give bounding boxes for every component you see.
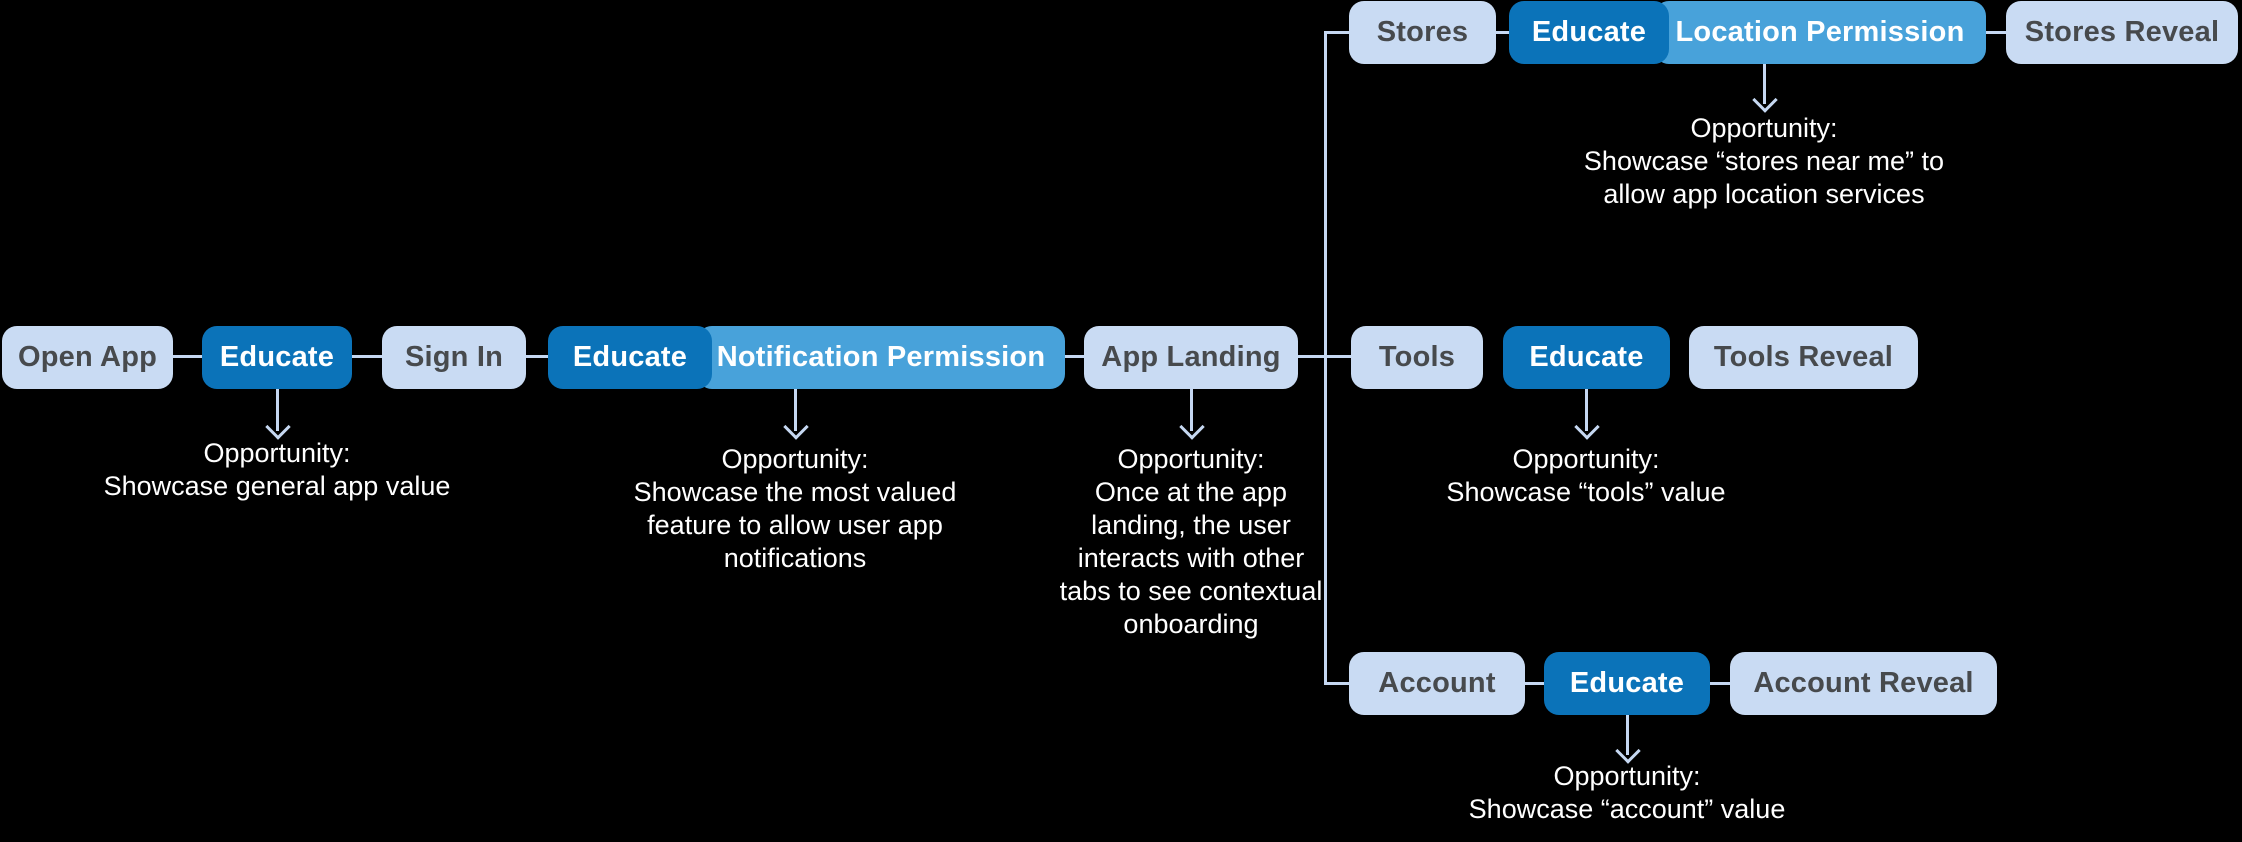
connector-stores-educate — [1496, 31, 1509, 34]
branch-trunk-line — [1324, 31, 1327, 684]
annotation-app-landing: Opportunity: Once at the app landing, th… — [1060, 443, 1323, 641]
node-tools: Tools — [1351, 326, 1483, 389]
annotation-title: Opportunity: — [1512, 444, 1660, 474]
annotation-line: landing, the user — [1091, 510, 1291, 540]
node-stores-label: Stores — [1376, 16, 1469, 48]
node-location-permission: Location Permission — [1654, 1, 1986, 64]
node-account: Account — [1349, 652, 1525, 715]
annotation-line: Once at the app — [1094, 477, 1288, 507]
node-tools-reveal-label: Tools Reveal — [1713, 341, 1894, 373]
node-educate-notification-permission: Notification Permission Educate — [548, 326, 1065, 389]
node-educate-1: Educate — [202, 326, 352, 389]
node-educate-tools: Educate — [1503, 326, 1670, 389]
annotation-line: Showcase the most valued — [633, 477, 957, 507]
annotation-general-app-value: Opportunity: Showcase general app value — [104, 437, 451, 503]
node-educate-stores: Educate — [1509, 1, 1669, 64]
node-account-reveal: Account Reveal — [1730, 652, 1997, 715]
annotation-line: onboarding — [1123, 609, 1259, 639]
node-educate-1-label: Educate — [219, 341, 335, 373]
connector-location-stores-reveal — [1986, 31, 2006, 34]
node-open-app-label: Open App — [17, 341, 158, 373]
annotation-line: interacts with other — [1077, 543, 1305, 573]
node-account-reveal-label: Account Reveal — [1753, 667, 1974, 699]
node-stores-reveal-label: Stores Reveal — [2024, 16, 2220, 48]
annotation-notifications: Opportunity: Showcase the most valued fe… — [634, 443, 957, 575]
node-tools-label: Tools — [1378, 341, 1456, 373]
connector-sign-in-educate — [526, 355, 548, 358]
node-sign-in-label: Sign In — [404, 341, 504, 373]
annotation-stores-location: Opportunity: Showcase “stores near me” t… — [1584, 112, 1944, 211]
node-app-landing-label: App Landing — [1101, 341, 1281, 373]
connector-trunk-stores — [1324, 31, 1349, 34]
annotation-title: Opportunity: — [1690, 113, 1838, 143]
annotation-line: Showcase “stores near me” to — [1583, 146, 1945, 176]
annotation-line: allow app location services — [1603, 179, 1925, 209]
node-location-permission-label: Location Permission — [1675, 16, 1965, 48]
connector-trunk-account — [1324, 682, 1349, 685]
node-educate-tools-label: Educate — [1529, 341, 1644, 373]
node-educate-location-permission: Location Permission Educate — [1509, 1, 1986, 64]
annotation-title: Opportunity: — [1117, 444, 1265, 474]
annotation-account-value: Opportunity: Showcase “account” value — [1469, 760, 1786, 826]
node-educate-account: Educate — [1544, 652, 1710, 715]
node-open-app: Open App — [2, 326, 173, 389]
annotation-line: feature to allow user app — [647, 510, 943, 540]
connector-open-app-educate — [173, 355, 202, 358]
node-stores: Stores — [1349, 1, 1496, 64]
annotation-title: Opportunity: — [203, 438, 351, 468]
connector-account-educate — [1525, 682, 1544, 685]
node-notification-permission: Notification Permission — [697, 326, 1065, 389]
node-sign-in: Sign In — [382, 326, 526, 389]
connector-educate-account-reveal — [1710, 682, 1730, 685]
annotation-title: Opportunity: — [721, 444, 869, 474]
node-account-label: Account — [1378, 667, 1496, 699]
annotation-line: notifications — [723, 543, 867, 573]
annotation-title: Opportunity: — [1553, 761, 1701, 791]
connector-notification-app-landing — [1065, 355, 1084, 358]
annotation-tools-value: Opportunity: Showcase “tools” value — [1446, 443, 1725, 509]
node-educate-stores-label: Educate — [1531, 16, 1647, 48]
node-educate-2-label: Educate — [572, 341, 688, 373]
node-educate-2: Educate — [548, 326, 712, 389]
annotation-line: Showcase general app value — [103, 471, 451, 501]
node-app-landing: App Landing — [1084, 326, 1298, 389]
annotation-line: tabs to see contextual — [1059, 576, 1323, 606]
node-notification-permission-label: Notification Permission — [716, 341, 1046, 373]
annotation-line: Showcase “tools” value — [1446, 477, 1726, 507]
connector-educate-sign-in — [352, 355, 382, 358]
node-stores-reveal: Stores Reveal — [2006, 1, 2238, 64]
node-tools-reveal: Tools Reveal — [1689, 326, 1918, 389]
node-educate-account-label: Educate — [1569, 667, 1685, 699]
annotation-line: Showcase “account” value — [1468, 794, 1786, 824]
